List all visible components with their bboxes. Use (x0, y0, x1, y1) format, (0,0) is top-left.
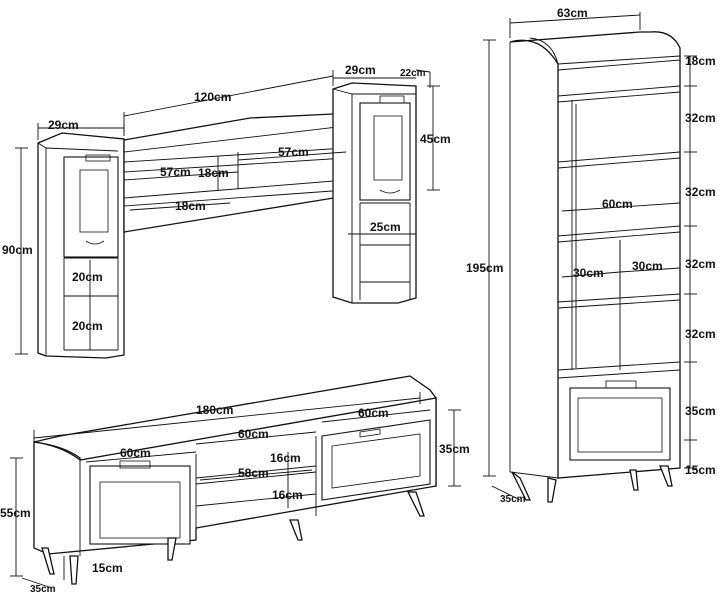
wall-total-width-label: 120cm (194, 90, 231, 104)
tv-body-height-label: 35cm (439, 442, 470, 456)
wall-upper-height-label: 45cm (420, 132, 451, 146)
wall-right-cabinet-depth-label: 22cm (400, 68, 426, 79)
wall-bridge-depth-label: 18cm (175, 199, 206, 213)
wall-right-cabinet-width-label: 29cm (345, 63, 376, 77)
bookcase-legs-label: 15cm (685, 463, 716, 477)
wall-unit-dimensions (15, 69, 440, 355)
wall-left-lower-shelf-2-label: 20cm (72, 319, 103, 333)
tv-depth-label: 35cm (30, 584, 56, 595)
bookcase-drawer (569, 387, 671, 461)
bookcase-depth-label: 35cm (500, 494, 526, 505)
bookcase-width-label: 63cm (557, 6, 588, 20)
wall-height-label: 90cm (2, 243, 33, 257)
tv-inner-width-label: 58cm (238, 466, 269, 480)
wall-shelf-left-width-label: 57cm (160, 165, 191, 179)
wall-left-door (63, 156, 119, 258)
bookcase-shelf-4-label: 32cm (685, 327, 716, 341)
tv-shelf-lower-label: 16cm (272, 488, 303, 502)
tv-middle-section-label: 60cm (238, 427, 269, 441)
tv-left-door (89, 465, 191, 545)
bookcase (509, 31, 681, 503)
tv-left-section-label: 60cm (120, 446, 151, 460)
bookcase-left-compartment-label: 30cm (573, 266, 604, 280)
tv-shelf-upper-label: 16cm (270, 451, 301, 465)
tv-unit-dimensions (10, 392, 461, 589)
wall-right-door (359, 102, 411, 201)
bookcase-shelf-3-label: 32cm (685, 257, 716, 271)
bookcase-drawer-label: 35cm (685, 404, 716, 418)
tv-right-section-label: 60cm (358, 406, 389, 420)
bookcase-dimensions (483, 12, 697, 501)
wall-left-cabinet-width-label: 29cm (48, 118, 79, 132)
bookcase-shelf-2-label: 32cm (685, 185, 716, 199)
wall-left-lower-shelf-1-label: 20cm (72, 270, 103, 284)
tv-total-height-label: 55cm (0, 506, 31, 520)
bookcase-shelf-1-label: 32cm (685, 111, 716, 125)
bookcase-height-label: 195cm (466, 261, 503, 275)
wall-right-lower-width-label: 25cm (370, 220, 401, 234)
bookcase-inner-width-label: 60cm (602, 197, 633, 211)
tv-width-label: 180cm (196, 403, 233, 417)
wall-shelf-right-width-label: 57cm (278, 145, 309, 159)
bookcase-right-compartment-label: 30cm (632, 259, 663, 273)
tv-right-door (321, 419, 431, 501)
bookcase-top-shelf-label: 18cm (685, 54, 716, 68)
bookcase-body (509, 31, 681, 479)
tv-legs-label: 15cm (92, 561, 123, 575)
wall-unit (37, 82, 417, 359)
wall-shelf-gap-label: 18cm (198, 166, 229, 180)
